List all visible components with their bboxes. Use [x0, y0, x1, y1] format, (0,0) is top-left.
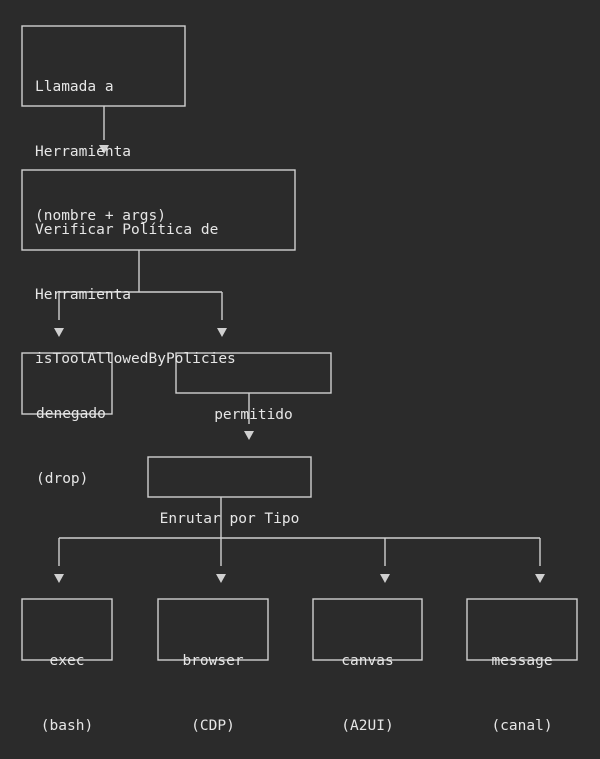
node-policy-check-box: [21, 169, 296, 251]
arrow-to-browser: [216, 574, 226, 583]
node-message-box: [466, 598, 578, 661]
node-policy-check-line-2: Herramienta: [35, 286, 132, 303]
node-message-label: message (canal): [467, 608, 577, 759]
node-denied-label: denegado (drop): [36, 361, 106, 512]
node-message-line-1: message: [491, 653, 553, 669]
node-tool-call-line-3: (nombre + args): [35, 208, 166, 224]
node-canvas-line-2: (A2UI): [341, 717, 394, 734]
node-denied-line-2: (drop): [36, 470, 89, 487]
node-browser-box: [157, 598, 269, 661]
arrow-to-allowed: [217, 328, 227, 337]
node-allowed-label: permitido: [176, 362, 331, 448]
node-canvas-line-1: canvas: [341, 653, 394, 669]
node-route-label: Enrutar por Tipo: [148, 466, 311, 552]
node-allowed-box: [175, 352, 332, 394]
node-allowed-line-1: permitido: [214, 407, 293, 423]
node-tool-call-label: Llamada a Herramienta (nombre + args): [35, 34, 166, 249]
node-policy-check-line-3: isToolAllowedByPolicies: [35, 351, 236, 367]
arrow-to-canvas: [380, 574, 390, 583]
node-tool-call-line-2: Herramienta: [35, 143, 132, 160]
arrow-to-denied: [54, 328, 64, 337]
node-exec-box: [21, 598, 113, 661]
node-canvas-label: canvas (A2UI): [313, 608, 422, 759]
node-browser-line-1: browser: [182, 653, 244, 669]
node-exec-label: exec (bash): [22, 608, 112, 759]
node-denied-box: [21, 352, 113, 415]
flow-diagram: [21, 25, 578, 661]
arrow-to-route: [244, 431, 254, 440]
node-browser-label: browser (CDP): [158, 608, 268, 759]
node-message-line-2: (canal): [491, 717, 553, 734]
node-tool-call-line-1: Llamada a: [35, 79, 114, 95]
node-denied-line-1: denegado: [36, 406, 106, 422]
arrow-to-policy: [99, 145, 109, 154]
node-canvas-box: [312, 598, 423, 661]
arrow-to-exec: [54, 574, 64, 583]
node-policy-check-line-1: Verificar Política de: [35, 222, 219, 238]
node-exec-line-1: exec: [49, 653, 85, 669]
node-route-line-1: Enrutar por Tipo: [159, 511, 300, 527]
node-route-box: [147, 456, 312, 498]
node-browser-line-2: (CDP): [191, 717, 235, 734]
node-exec-line-2: (bash): [40, 717, 94, 734]
node-policy-check-label: Verificar Política de Herramienta isTool…: [35, 177, 236, 392]
arrow-to-message: [535, 574, 545, 583]
